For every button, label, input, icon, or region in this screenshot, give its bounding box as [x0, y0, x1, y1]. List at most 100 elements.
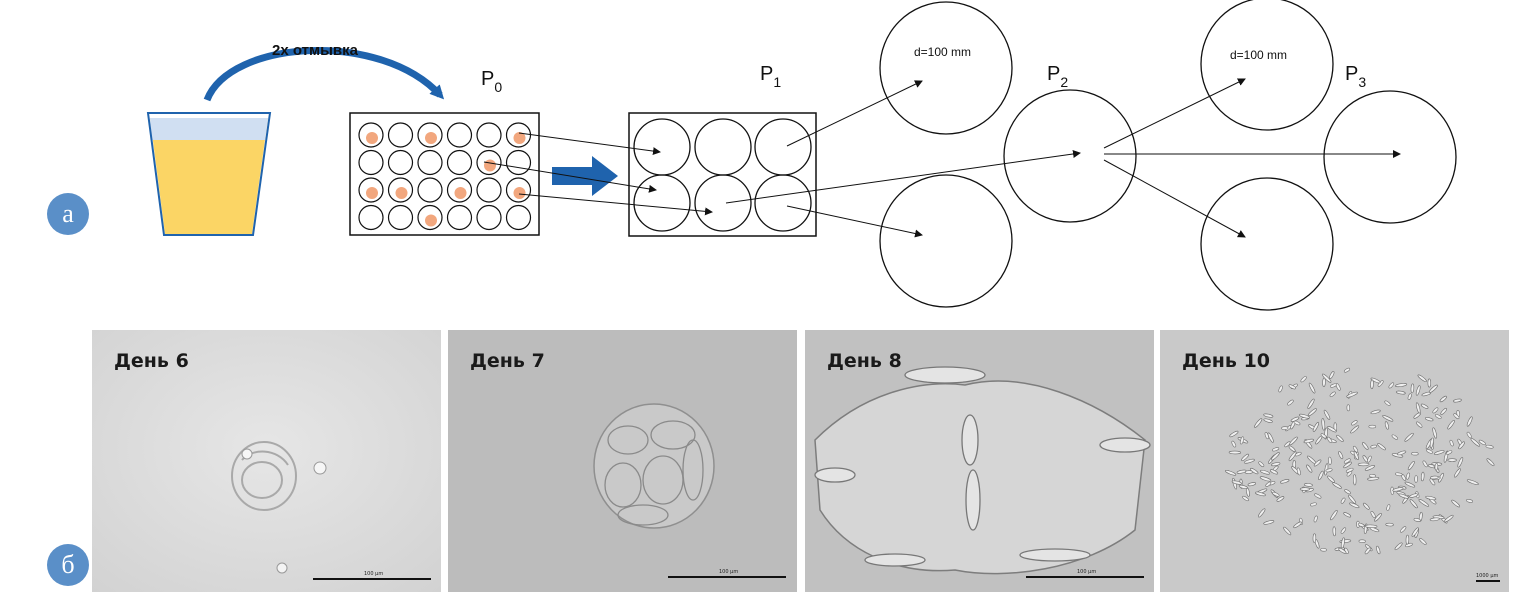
- scale-label-8: 100 μm: [1077, 569, 1097, 575]
- cell-colony: [513, 187, 526, 199]
- cell: [1306, 464, 1313, 473]
- cell: [1313, 515, 1318, 523]
- cell: [1279, 479, 1290, 484]
- cell: [1410, 383, 1415, 394]
- cell: [1343, 512, 1352, 518]
- scale-bar-6: [313, 578, 431, 580]
- day-label-8: День 8: [827, 350, 902, 372]
- cell-colony: [425, 214, 437, 227]
- cell: [1368, 424, 1377, 429]
- cell: [1398, 493, 1409, 499]
- cell: [1404, 432, 1414, 442]
- passage-label-p1: P1: [760, 63, 781, 90]
- well: [446, 149, 473, 176]
- cell: [1349, 502, 1360, 509]
- cell-colony: [454, 187, 467, 199]
- scale-bar-8: [1026, 576, 1144, 578]
- cell: [1346, 391, 1358, 398]
- cell: [1303, 483, 1313, 487]
- cell: [1419, 538, 1427, 545]
- cell: [1330, 383, 1337, 388]
- cell: [1265, 481, 1272, 487]
- well: [387, 149, 414, 176]
- cell: [1429, 437, 1434, 449]
- cell: [1329, 371, 1335, 379]
- cell: [1238, 484, 1248, 489]
- cell: [1231, 440, 1237, 448]
- cell: [1432, 427, 1437, 439]
- cell: [1357, 462, 1370, 467]
- cell: [1312, 533, 1317, 543]
- cell: [1298, 413, 1311, 419]
- cell: [1392, 487, 1404, 492]
- cell: [1466, 499, 1474, 503]
- well: [476, 177, 502, 203]
- cell: [1350, 425, 1360, 434]
- cell: [1254, 491, 1266, 497]
- cell: [1300, 376, 1307, 383]
- scale-label-7: 100 μm: [719, 569, 739, 575]
- cell: [1332, 482, 1342, 489]
- cell: [1263, 413, 1274, 418]
- cell: [1427, 378, 1431, 388]
- cell: [1416, 421, 1423, 428]
- cell: [1370, 409, 1381, 415]
- dish-p3-bottom: [1200, 177, 1334, 311]
- cell: [1374, 513, 1382, 522]
- cell: [1263, 418, 1273, 423]
- cell: [1444, 514, 1454, 523]
- cell: [1457, 457, 1464, 468]
- well: [417, 149, 443, 176]
- cell: [1231, 480, 1243, 485]
- cell: [1340, 537, 1345, 549]
- cell: [1345, 467, 1354, 473]
- cell: [1453, 398, 1462, 403]
- panel-badge-b: б: [47, 544, 89, 586]
- cell: [1259, 476, 1272, 482]
- dish-p2: [1003, 89, 1137, 223]
- cell: [1395, 383, 1408, 388]
- micrograph-day10: День 10 1000 μm: [1160, 330, 1509, 592]
- cell: [1434, 463, 1439, 471]
- cell: [1320, 548, 1327, 552]
- cell: [1386, 504, 1391, 511]
- cell: [1242, 495, 1249, 502]
- cell: [1458, 441, 1465, 450]
- cell: [1413, 412, 1421, 419]
- cell: [1281, 426, 1289, 430]
- cell: [1272, 447, 1280, 452]
- cell: [1405, 534, 1410, 545]
- cell-colony: [395, 187, 408, 199]
- well: [446, 177, 473, 203]
- dish-p1-top: [879, 1, 1013, 135]
- cell: [1447, 458, 1457, 462]
- cell: [1395, 390, 1406, 395]
- cell: [1451, 499, 1461, 508]
- cell: [1429, 517, 1440, 522]
- transfer-arrows: [483, 78, 1401, 238]
- cell: [1415, 402, 1421, 414]
- cell: [1439, 395, 1447, 403]
- scale-bar-7: [668, 576, 786, 578]
- cell: [1270, 452, 1280, 461]
- cell: [1327, 475, 1335, 483]
- cell: [1411, 527, 1419, 537]
- cell: [1377, 443, 1386, 451]
- cell: [1357, 522, 1365, 528]
- scale-bar-10: [1476, 580, 1500, 582]
- cell: [1411, 451, 1419, 456]
- cell: [1478, 439, 1486, 445]
- well: [476, 149, 502, 176]
- cell: [1322, 373, 1332, 383]
- cell: [1430, 475, 1439, 480]
- cell: [1466, 479, 1479, 485]
- transfer-arrow: [552, 156, 618, 196]
- cell: [1276, 496, 1285, 502]
- cell: [1397, 450, 1407, 456]
- cell: [1428, 384, 1438, 393]
- cell: [1336, 434, 1344, 442]
- urine-cup: [146, 112, 272, 236]
- cell-colony: [484, 159, 496, 172]
- well: [446, 204, 473, 231]
- cell: [1328, 456, 1332, 465]
